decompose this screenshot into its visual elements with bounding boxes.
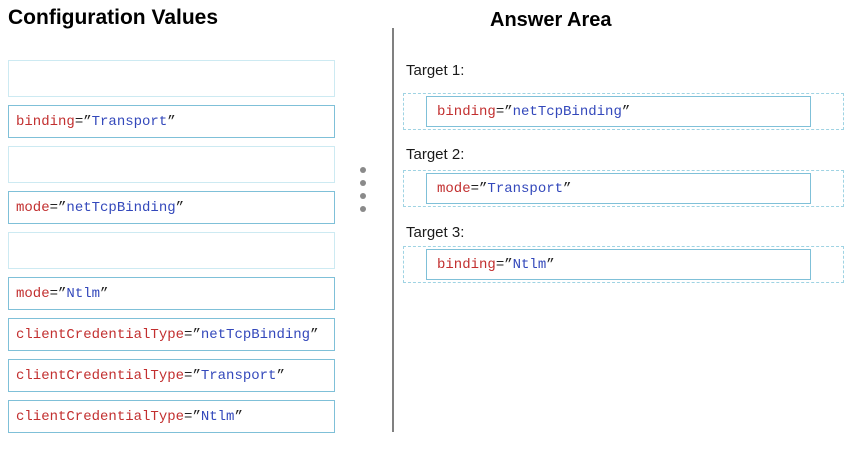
config-value-item[interactable]: binding=”Transport” [8,105,335,138]
answer-value-item[interactable]: binding=”Ntlm” [426,249,811,280]
drag-handle-dots [360,167,366,212]
dot-icon [360,167,366,173]
config-value-item[interactable]: clientCredentialType=”Ntlm” [8,400,335,433]
answer-code-text: binding=”netTcpBinding” [437,103,631,120]
target-drop-zone[interactable]: binding=”Ntlm” [403,246,844,283]
dot-icon [360,180,366,186]
target-drop-zone[interactable]: mode=”Transport” [403,170,844,207]
config-values-title: Configuration Values [8,6,219,29]
config-value-item[interactable]: clientCredentialType=”netTcpBinding” [8,318,335,351]
answer-code-text: binding=”Ntlm” [437,256,555,273]
config-code-text: mode=”Ntlm” [16,285,109,302]
dot-icon [360,206,366,212]
empty-source-slot [8,232,335,269]
target-drop-zone[interactable]: binding=”netTcpBinding” [403,93,844,130]
config-values-list: binding=”Transport” mode=”netTcpBinding”… [8,60,335,433]
config-value-item[interactable]: mode=”netTcpBinding” [8,191,335,224]
config-value-item[interactable]: clientCredentialType=”Transport” [8,359,335,392]
config-code-text: binding=”Transport” [16,113,176,130]
target-label: Target 1: [406,62,465,79]
config-code-text: mode=”netTcpBinding” [16,199,185,216]
answer-area-title: Answer Area [490,9,612,31]
config-code-text: clientCredentialType=”Transport” [16,367,285,384]
empty-source-slot [8,146,335,183]
config-code-text: clientCredentialType=”Ntlm” [16,408,243,425]
answer-value-item[interactable]: mode=”Transport” [426,173,811,204]
target-label: Target 3: [406,224,465,241]
empty-source-slot [8,60,335,97]
answer-code-text: mode=”Transport” [437,180,572,197]
target-label: Target 2: [406,146,465,163]
config-value-item[interactable]: mode=”Ntlm” [8,277,335,310]
answer-value-item[interactable]: binding=”netTcpBinding” [426,96,811,127]
config-code-text: clientCredentialType=”netTcpBinding” [16,326,319,343]
dot-icon [360,193,366,199]
divider-line [392,28,394,432]
